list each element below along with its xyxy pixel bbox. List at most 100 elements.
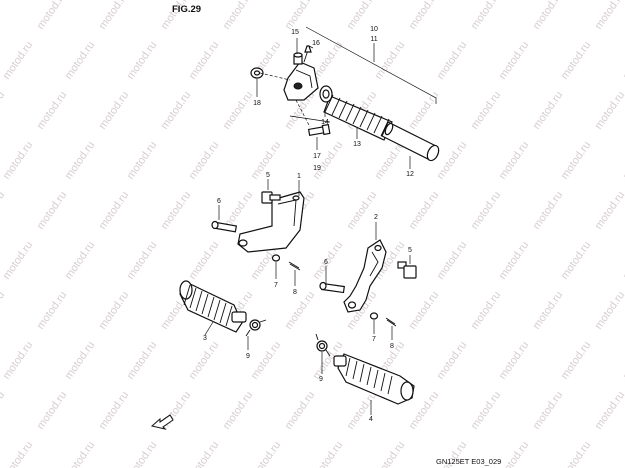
watermark-text: motod.ru <box>125 339 160 381</box>
callout-10: 10 <box>370 26 378 33</box>
watermark-text: motod.ru <box>469 0 504 32</box>
footrest-bar-12 <box>381 121 440 162</box>
watermark-text: motod.ru <box>97 289 132 331</box>
callout-14: 14 <box>321 119 329 126</box>
watermark-text: motod.ru <box>559 139 594 181</box>
callout-7-left: 7 <box>274 282 278 289</box>
watermark-text: motod.ru <box>593 0 625 32</box>
watermark-text: motod.ru <box>249 439 284 468</box>
watermark-text: motod.ru <box>407 0 442 32</box>
watermark-text: motod.ru <box>373 39 408 81</box>
watermark-text: motod.ru <box>0 189 7 231</box>
watermark-text: motod.ru <box>469 89 504 131</box>
watermark-text: motod.ru <box>407 289 442 331</box>
watermark-text: motod.ru <box>407 89 442 131</box>
watermark-text: motod.ru <box>35 89 70 131</box>
watermark-text: motod.ru <box>497 239 532 281</box>
drawing-code: GN125ET E03_029 <box>436 457 501 466</box>
watermark-text: motod.ru <box>1 439 36 468</box>
watermark-text: motod.ru <box>435 139 470 181</box>
watermark-text: motod.ru <box>559 239 594 281</box>
bolt-5-left <box>261 191 281 204</box>
watermark-text: motod.ru <box>125 239 160 281</box>
watermark-text: motod.ru <box>97 189 132 231</box>
watermark-text: motod.ru <box>531 89 566 131</box>
watermark-text: motod.ru <box>1 339 36 381</box>
watermark-text: motod.ru <box>621 339 625 381</box>
watermark-text: motod.ru <box>97 389 132 431</box>
watermark-text: motod.ru <box>221 89 256 131</box>
watermark-text: motod.ru <box>221 389 256 431</box>
watermark-text: motod.ru <box>1 239 36 281</box>
watermark-text: motod.ru <box>345 189 380 231</box>
watermark-text: motod.ru <box>497 339 532 381</box>
watermark-text: motod.ru <box>283 289 318 331</box>
watermark-text: motod.ru <box>531 189 566 231</box>
watermark-text: motod.ru <box>559 39 594 81</box>
watermark-text: motod.ru <box>621 439 625 468</box>
figure-title: FIG.29 <box>172 4 201 15</box>
watermark-text: motod.ru <box>435 339 470 381</box>
watermark-text: motod.ru <box>0 389 7 431</box>
watermark-text: motod.ru <box>187 339 222 381</box>
spring-9-left <box>245 319 267 337</box>
callout-19: 19 <box>313 165 321 172</box>
callout-11: 11 <box>370 36 377 43</box>
watermark-text: motod.ru <box>35 0 70 32</box>
pin-6-right <box>319 281 345 294</box>
watermark-text: motod.ru <box>283 389 318 431</box>
bolt-5-right <box>397 261 417 279</box>
footrest-bracket-1 <box>237 191 305 253</box>
watermark-text: motod.ru <box>63 139 98 181</box>
spring-9-right <box>315 333 331 357</box>
callout-7-right: 7 <box>372 336 376 343</box>
watermark-text: motod.ru <box>125 39 160 81</box>
watermark-text: motod.ru <box>531 289 566 331</box>
callout-9-left: 9 <box>246 353 250 360</box>
watermark-text: motod.ru <box>63 339 98 381</box>
callout-12: 12 <box>406 171 414 178</box>
footrest-rubber-4 <box>333 353 415 405</box>
watermark-text: motod.ru <box>187 439 222 468</box>
watermark-text: motod.ru <box>559 339 594 381</box>
watermark-text: motod.ru <box>0 89 7 131</box>
bolt-17 <box>307 123 331 137</box>
watermark-text: motod.ru <box>531 0 566 32</box>
watermark-text: motod.ru <box>311 439 346 468</box>
callout-numbers: 1 2 3 4 5 5 6 6 7 7 8 8 9 9 10 11 12 13 … <box>203 26 414 423</box>
callout-6-left: 6 <box>217 198 221 205</box>
callout-9-right: 9 <box>319 376 323 383</box>
callout-4: 4 <box>369 416 373 423</box>
washer-7-left <box>271 254 281 262</box>
watermark-text: motod.ru <box>345 389 380 431</box>
callout-18: 18 <box>253 100 261 107</box>
callout-16: 16 <box>312 40 320 47</box>
watermark-text: motod.ru <box>435 39 470 81</box>
watermark-text: motod.ru <box>435 239 470 281</box>
watermark-text: motod.ru <box>593 389 625 431</box>
callout-5-left: 5 <box>266 172 270 179</box>
watermark-text: motod.ru <box>221 0 256 32</box>
pillion-footrest-assembly <box>250 26 440 169</box>
watermark-text: motod.ru <box>373 439 408 468</box>
watermark-text: motod.ru <box>621 239 625 281</box>
watermark-text: motod.ru <box>159 89 194 131</box>
watermark-text: motod.ru <box>593 89 625 131</box>
watermark-text: motod.ru <box>97 0 132 32</box>
washer-7-right <box>369 312 379 320</box>
watermark-text: motod.ru <box>283 0 318 32</box>
watermark-text: motod.ru <box>0 289 7 331</box>
callout-15: 15 <box>291 29 299 36</box>
watermark-text: motod.ru <box>125 439 160 468</box>
watermark-text: motod.ru <box>187 139 222 181</box>
callout-13: 13 <box>353 141 361 148</box>
footrest-bracket-2 <box>343 239 387 313</box>
footrest-rubber-13 <box>323 94 393 141</box>
bolt-16 <box>303 45 312 63</box>
watermark-text: motod.ru <box>187 239 222 281</box>
watermark-text: motod.ru <box>125 139 160 181</box>
pin-6-left <box>211 220 238 233</box>
watermark-text: motod.ru <box>63 239 98 281</box>
callout-2: 2 <box>374 214 378 221</box>
watermark-text: motod.ru <box>497 139 532 181</box>
